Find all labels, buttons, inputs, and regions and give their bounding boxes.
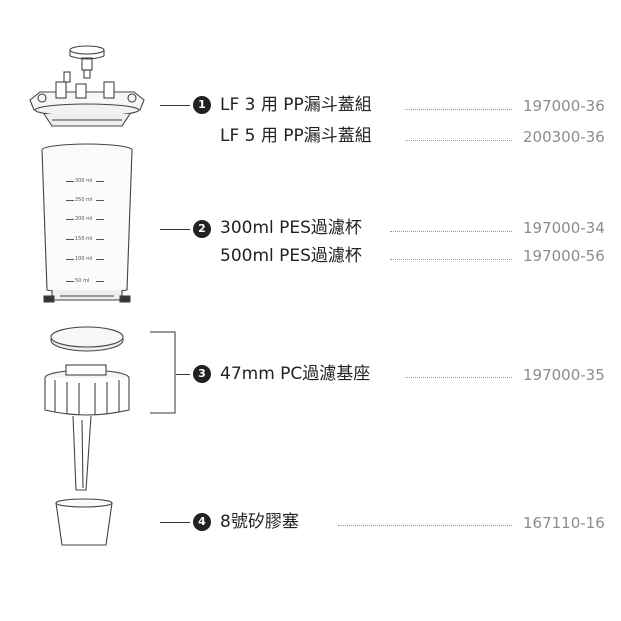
part3-code: 197000-35 <box>523 366 605 384</box>
filter-base-icon <box>44 364 130 491</box>
part4-dots <box>338 525 512 526</box>
part4-label: 8號矽膠塞 <box>220 512 299 532</box>
part4-badge: 4 <box>193 513 211 531</box>
scale-tick <box>96 200 104 201</box>
scale-tick <box>66 181 74 182</box>
part2-leader <box>160 229 190 230</box>
part3-dots <box>405 377 512 378</box>
funnel-lid-icon <box>29 81 145 127</box>
part2-badge: 2 <box>193 220 211 238</box>
scale-tick <box>96 239 104 240</box>
part2-label-a: 300ml PES過濾杯 <box>220 218 362 238</box>
part1-label-a: LF 3 用 PP漏斗蓋組 <box>220 95 372 115</box>
part1-dots-a <box>405 109 512 110</box>
syringe-filter-icon <box>63 45 105 83</box>
part1-code-b: 200300-36 <box>523 128 605 146</box>
scale-label: 250 ml <box>75 197 93 203</box>
part1-badge: 1 <box>193 96 211 114</box>
scale-tick <box>96 281 104 282</box>
part3-badge: 3 <box>193 365 211 383</box>
scale-tick <box>66 239 74 240</box>
part3-leader <box>176 374 190 375</box>
part4-code: 167110-16 <box>523 514 605 532</box>
scale-tick <box>66 259 74 260</box>
part1-code-a: 197000-36 <box>523 97 605 115</box>
part3-bracket <box>150 331 176 414</box>
silicone-stopper-icon <box>55 498 113 546</box>
scale-tick <box>66 219 74 220</box>
part2-code-b: 197000-56 <box>523 247 605 265</box>
part4-leader <box>160 522 190 523</box>
part2-dots-b <box>390 259 512 260</box>
part1-leader <box>160 105 190 106</box>
scale-label: 50 ml <box>75 278 90 284</box>
part2-label-b: 500ml PES過濾杯 <box>220 246 362 266</box>
scale-label: 150 ml <box>75 236 93 242</box>
part1-dots-b <box>405 140 512 141</box>
part1-label-b: LF 5 用 PP漏斗蓋組 <box>220 126 372 146</box>
scale-label: 100 ml <box>75 256 93 262</box>
membrane-disk-icon <box>50 326 124 352</box>
part2-code-a: 197000-34 <box>523 219 605 237</box>
scale-label: 300 ml <box>75 178 93 184</box>
scale-tick <box>96 181 104 182</box>
scale-tick <box>96 219 104 220</box>
scale-label: 200 ml <box>75 216 93 222</box>
filter-cup-icon <box>41 143 133 303</box>
scale-tick <box>66 200 74 201</box>
part2-dots-a <box>390 231 512 232</box>
scale-tick <box>66 281 74 282</box>
part3-label: 47mm PC過濾基座 <box>220 364 371 384</box>
scale-tick <box>96 259 104 260</box>
